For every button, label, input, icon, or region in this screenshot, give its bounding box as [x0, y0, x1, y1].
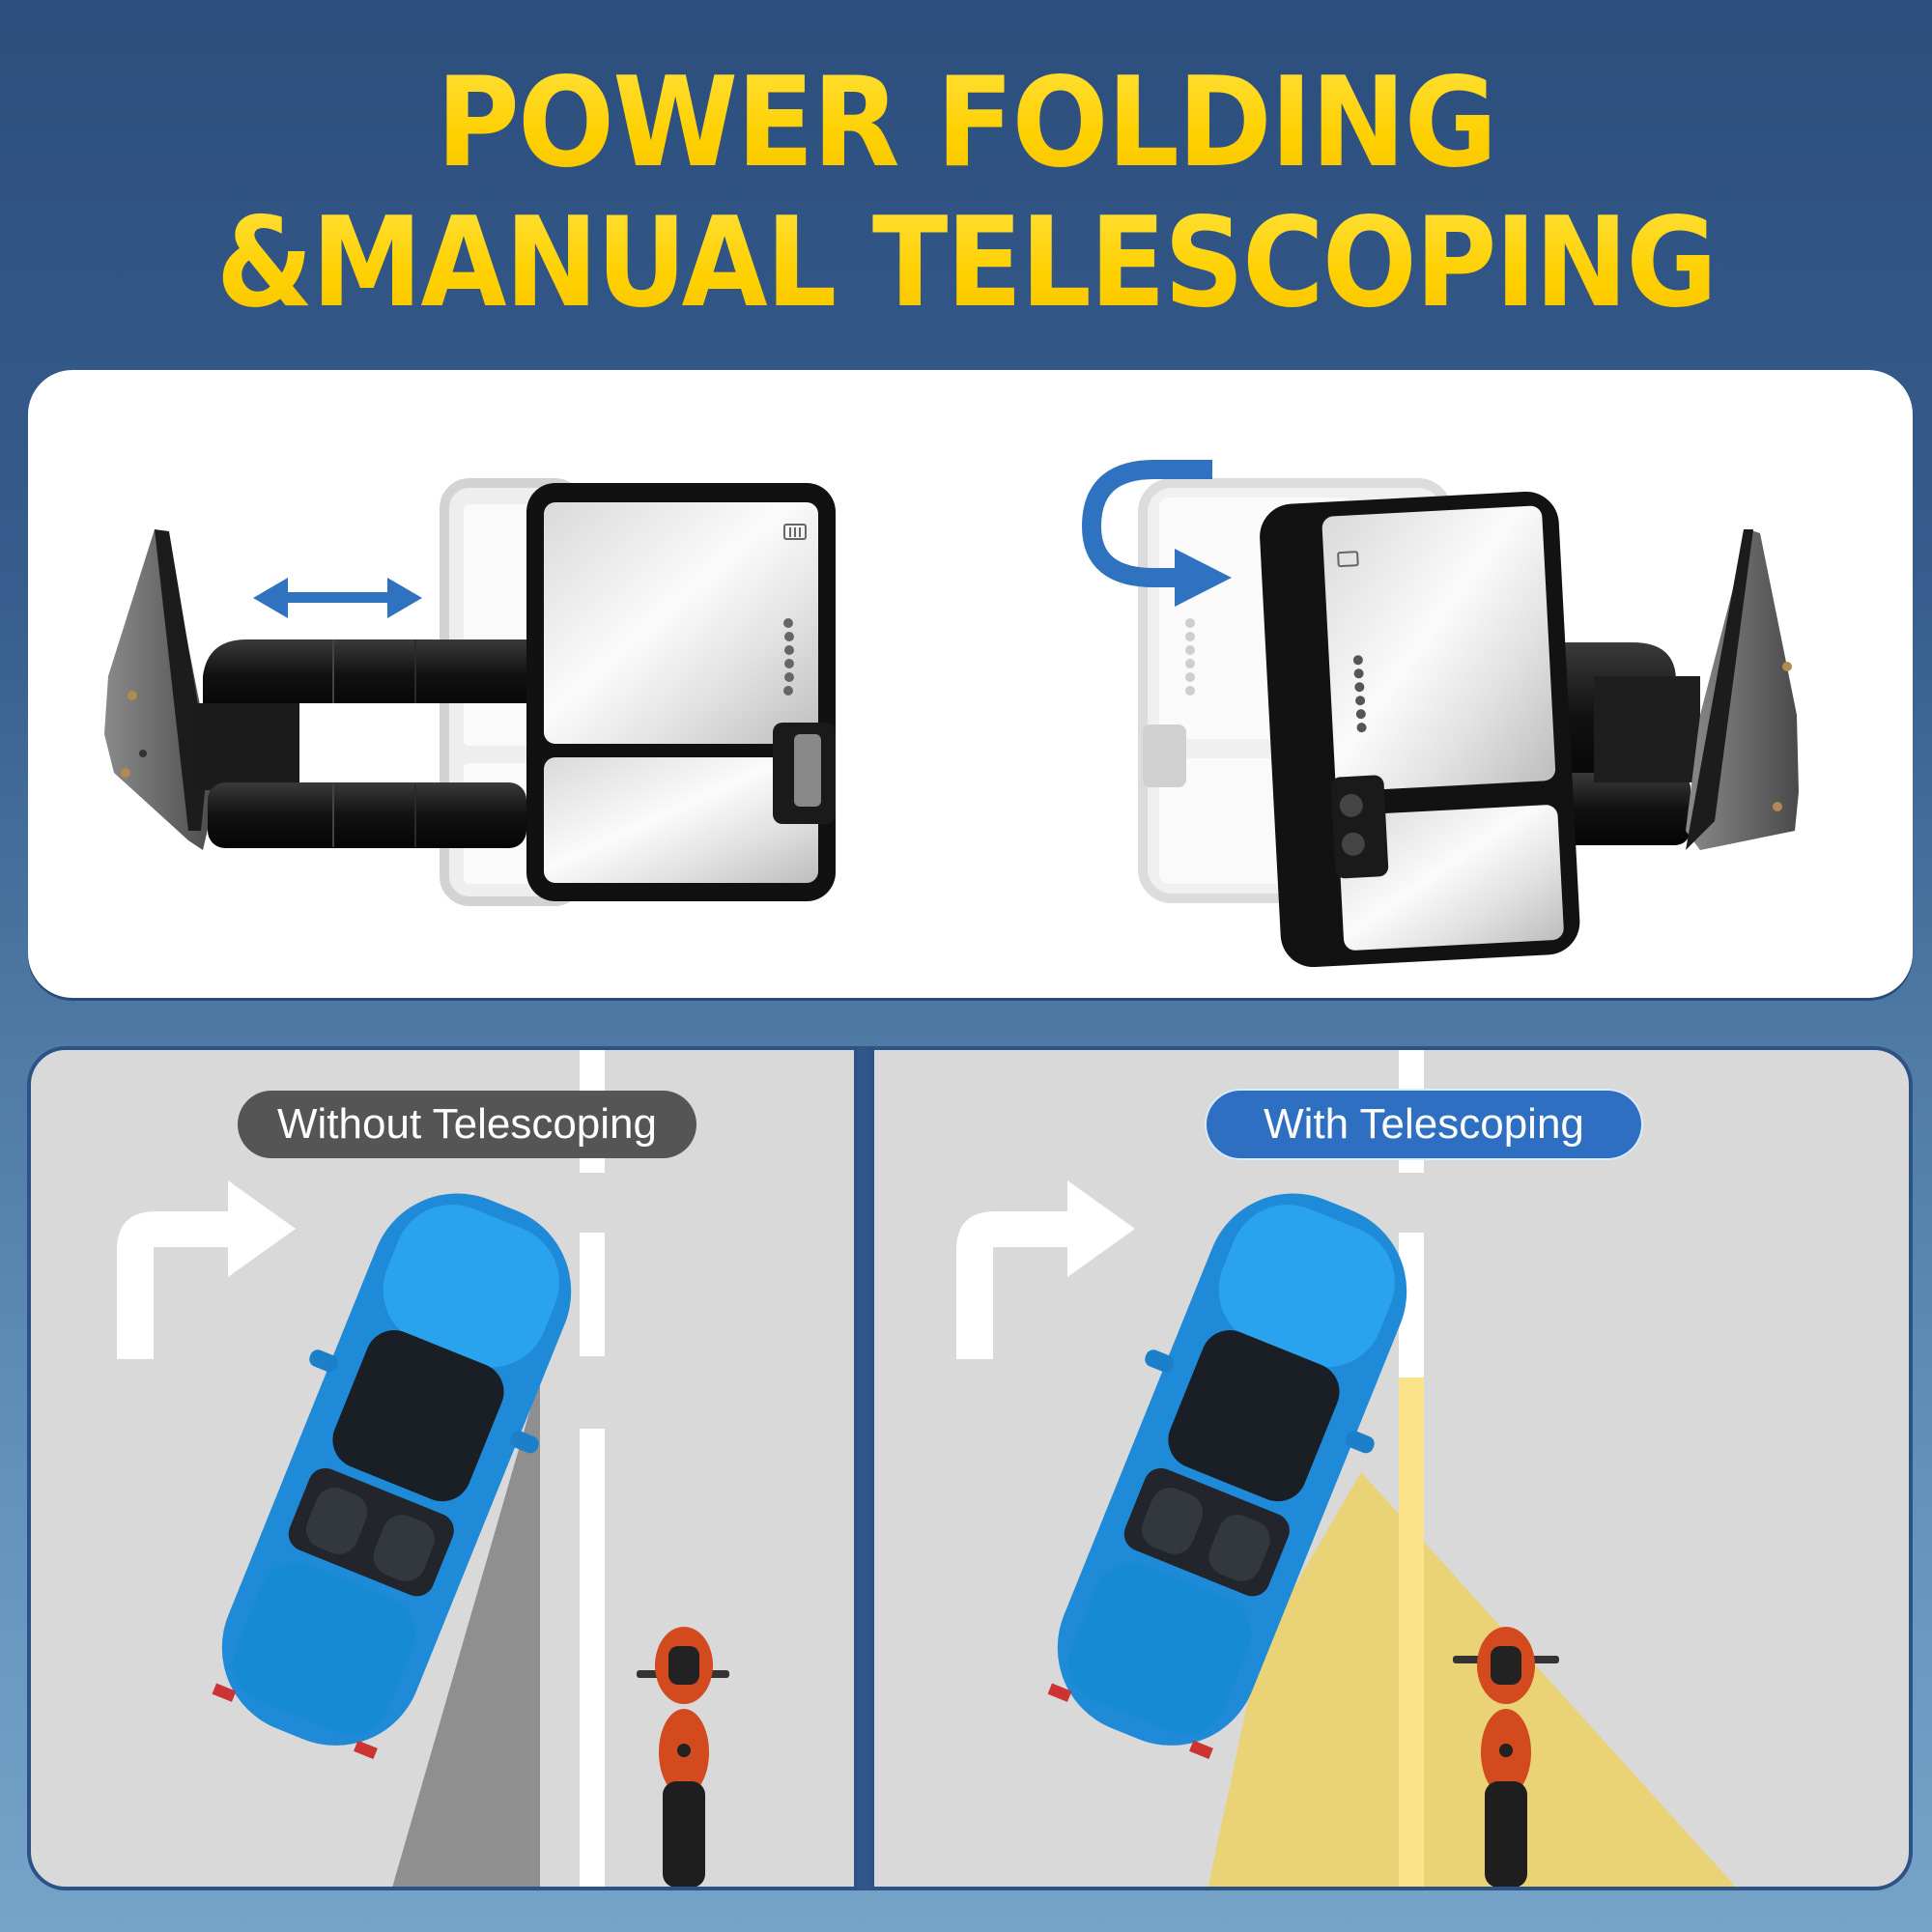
without-telescoping-label: Without Telescoping: [238, 1091, 696, 1158]
road-scene-left: [117, 1180, 729, 1887]
turn-signal-dots: [783, 618, 794, 696]
page-title-line-1: POWER FOLDING: [77, 56, 1855, 191]
blue-car: [1047, 1193, 1407, 1760]
motorcycle: [1453, 1627, 1559, 1887]
lane-dash: [580, 1429, 605, 1887]
without-telescoping-panel: Without Telescoping: [27, 1046, 858, 1890]
right-turn-arrow-icon: [956, 1180, 1135, 1359]
with-telescoping-panel: With Telescoping: [870, 1046, 1913, 1890]
telescoping-mirror-illustration: [104, 460, 1799, 968]
motorcycle: [637, 1627, 729, 1887]
panel-divider: [856, 1046, 872, 1890]
page-title-line-2: &MANUAL TELESCOPING: [97, 196, 1835, 331]
limited-view-cone: [392, 1376, 540, 1887]
heater-defrost-icon: [783, 524, 807, 540]
double-horizontal-arrow-icon: [253, 578, 422, 618]
blue-car: [212, 1193, 572, 1760]
right-turn-arrow-icon: [117, 1180, 296, 1359]
road-scene-right: [956, 1180, 1736, 1887]
fold-curved-arrow-icon: [1081, 460, 1232, 607]
lane-dash: [580, 1233, 605, 1356]
extended-view-cone: [1208, 1472, 1736, 1887]
with-telescoping-label: With Telescoping: [1207, 1091, 1641, 1158]
